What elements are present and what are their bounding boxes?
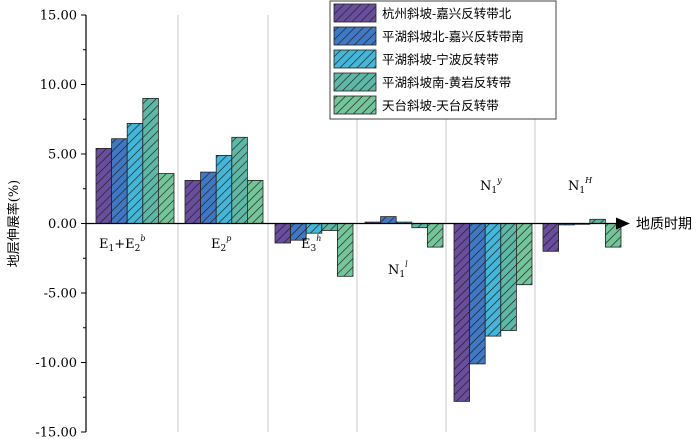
x-axis: [86, 217, 630, 230]
legend-label-2: 平湖斜坡北-嘉兴反转带南: [382, 29, 524, 44]
period-label-6: N1H: [568, 176, 593, 196]
legend-swatch-2: [333, 26, 377, 46]
legend-swatch-3: [333, 49, 377, 69]
y-tick-label: 0.00: [48, 217, 77, 232]
x-axis-label: 地质时期: [636, 217, 692, 233]
bar-period5-series5: [516, 223, 533, 286]
legend-swatch-5: [333, 95, 377, 115]
period-label-1: E1+E2b: [99, 234, 145, 254]
legend-label-3: 平湖斜坡-宁波反转带: [382, 52, 499, 67]
bar-period4-series2: [380, 216, 397, 224]
legend-label-4: 平湖斜坡南-黄岩反转带: [382, 75, 511, 90]
y-tick-label: -10.00: [35, 356, 77, 371]
bar-period3-series4: [321, 223, 338, 231]
legend-swatch-4: [333, 72, 377, 92]
y-axis: 15.00 10.00 5.00 0.00 -5.00 -10.00 -15.00: [35, 9, 87, 439]
legend: 杭州斜坡-嘉兴反转带北平湖斜坡北-嘉兴反转带南平湖斜坡-宁波反转带平湖斜坡南-黄…: [329, 0, 557, 120]
bar-period2-series3: [215, 154, 233, 224]
bar-period3-series3: [305, 223, 323, 234]
period-label-4: N1l: [388, 260, 408, 280]
y-tick-label: -5.00: [44, 287, 77, 302]
bar-period4-series4: [411, 223, 428, 229]
bar-period3-series5: [336, 223, 354, 277]
bar-period5-series2: [469, 223, 486, 365]
y-tick-label: 15.00: [40, 9, 77, 24]
y-tick-label: 10.00: [40, 78, 77, 93]
legend-swatch-1: [333, 3, 377, 23]
bar-period3-series1: [274, 223, 292, 244]
bar-period6-series4: [589, 218, 606, 224]
x-axis-arrow-icon: [616, 217, 630, 230]
bar-period1-series1: [95, 147, 113, 224]
bar-period1-series4: [142, 98, 159, 224]
bars: [95, 98, 622, 402]
y-tick-label: -15.00: [35, 426, 77, 439]
bar-period2-series1: [184, 179, 202, 224]
bar-period2-series2: [200, 171, 217, 224]
bar-period6-series1: [542, 223, 560, 252]
legend-label-5: 天台斜坡-天台反转带: [382, 98, 499, 113]
bar-period1-series2: [111, 138, 128, 224]
bar-period5-series1: [453, 223, 471, 402]
period-label-2: E2p: [211, 234, 231, 254]
bar-period2-series5: [246, 179, 264, 224]
bar-period1-series3: [126, 123, 144, 224]
bar-period1-series5: [157, 173, 175, 224]
y-tick-label: 5.00: [48, 148, 77, 163]
bar-period2-series4: [231, 136, 248, 224]
bar-period5-series3: [484, 223, 502, 337]
legend-label-1: 杭州斜坡-嘉兴反转带北: [382, 6, 512, 21]
y-axis-label: 地层伸展率(%): [6, 180, 22, 268]
period-label-5: N1y: [480, 176, 502, 196]
period-label-3: E3h: [301, 234, 321, 254]
bar-period4-series5: [426, 223, 444, 248]
bar-period5-series4: [500, 223, 517, 331]
